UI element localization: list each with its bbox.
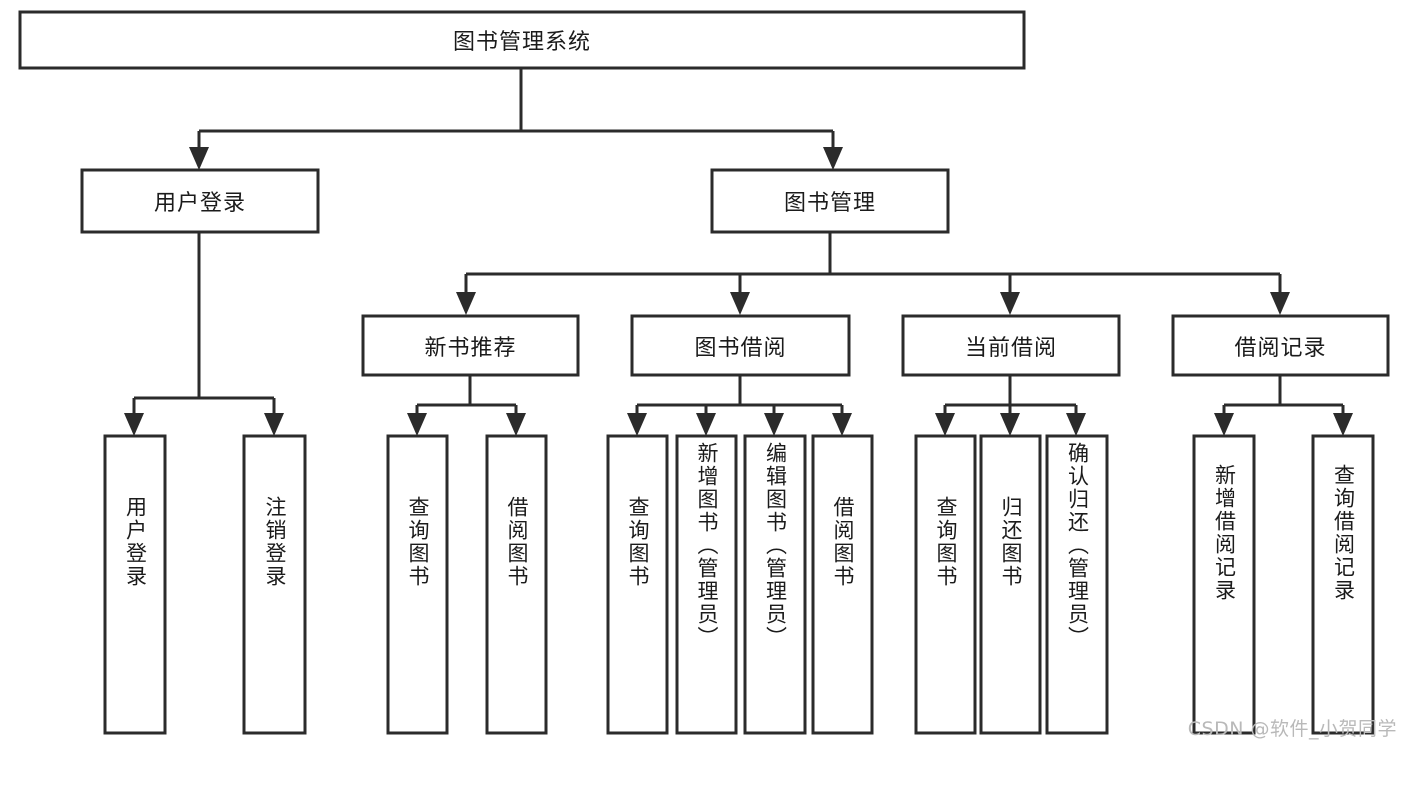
arrowhead-bb-leaf-1 [696, 413, 716, 436]
node-root[interactable] [18, 10, 1026, 70]
arrowhead-ul-leaf-1 [264, 413, 284, 436]
leaf-box-borrow-record-1[interactable] [1311, 434, 1375, 735]
leaf-box-user-login-0[interactable] [103, 434, 167, 735]
leaf-box-borrow-record-0[interactable] [1192, 434, 1256, 735]
arrowhead-nb-leaf-0 [407, 413, 427, 436]
node-borrow-record[interactable] [1171, 314, 1390, 377]
arrowhead-l3-2 [1000, 292, 1020, 315]
arrowhead-cb-leaf-2 [1066, 413, 1086, 436]
leaf-box-book-borrow-3[interactable] [811, 434, 874, 735]
arrowhead-cb-leaf-1 [1000, 413, 1020, 436]
leaf-box-current-borrow-2[interactable] [1045, 434, 1109, 735]
leaf-box-new-book-1[interactable] [485, 434, 548, 735]
edge-group-current-borrow [935, 375, 1086, 436]
arrowhead-ul-leaf-0 [124, 413, 144, 436]
edge-group-user-login [124, 232, 284, 436]
arrowhead-user-login [189, 147, 209, 170]
arrowhead-bb-leaf-0 [627, 413, 647, 436]
node-book-borrow[interactable] [630, 314, 851, 377]
node-user-login[interactable] [80, 168, 320, 234]
leaf-box-current-borrow-1[interactable] [979, 434, 1042, 735]
arrowhead-l3-3 [1270, 292, 1290, 315]
edge-group-root [189, 68, 843, 170]
diagram-canvas: 图书管理系统 用户登录 图书管理 新书推荐 图书借阅 当前借阅 借阅记录 用户登… [18, 10, 1397, 740]
arrowhead-br-leaf-0 [1214, 413, 1234, 436]
node-current-borrow[interactable] [901, 314, 1121, 377]
leaf-box-book-borrow-1[interactable] [675, 434, 738, 735]
arrowhead-bb-leaf-2 [764, 413, 784, 436]
edge-group-book-mgmt [456, 232, 1290, 315]
node-new-book-recommend[interactable] [361, 314, 580, 377]
arrowhead-bb-leaf-3 [832, 413, 852, 436]
edge-group-borrow-record [1214, 375, 1353, 436]
leaf-box-book-borrow-0[interactable] [606, 434, 669, 735]
arrowhead-nb-leaf-1 [506, 413, 526, 436]
leaf-box-current-borrow-0[interactable] [914, 434, 977, 735]
leaf-box-user-login-1[interactable] [242, 434, 307, 735]
edge-group-new-book [407, 375, 526, 436]
tree-diagram-svg [18, 10, 1390, 735]
arrowhead-br-leaf-1 [1333, 413, 1353, 436]
arrowhead-l3-1 [730, 292, 750, 315]
arrowhead-cb-leaf-0 [935, 413, 955, 436]
node-book-management[interactable] [710, 168, 950, 234]
csdn-watermark: CSDN @软件_小贺同学 [1187, 718, 1397, 740]
leaf-box-new-book-0[interactable] [386, 434, 449, 735]
arrowhead-book-mgmt [823, 147, 843, 170]
edge-group-book-borrow [627, 375, 852, 436]
leaf-box-book-borrow-2[interactable] [743, 434, 807, 735]
arrowhead-l3-0 [456, 292, 476, 315]
